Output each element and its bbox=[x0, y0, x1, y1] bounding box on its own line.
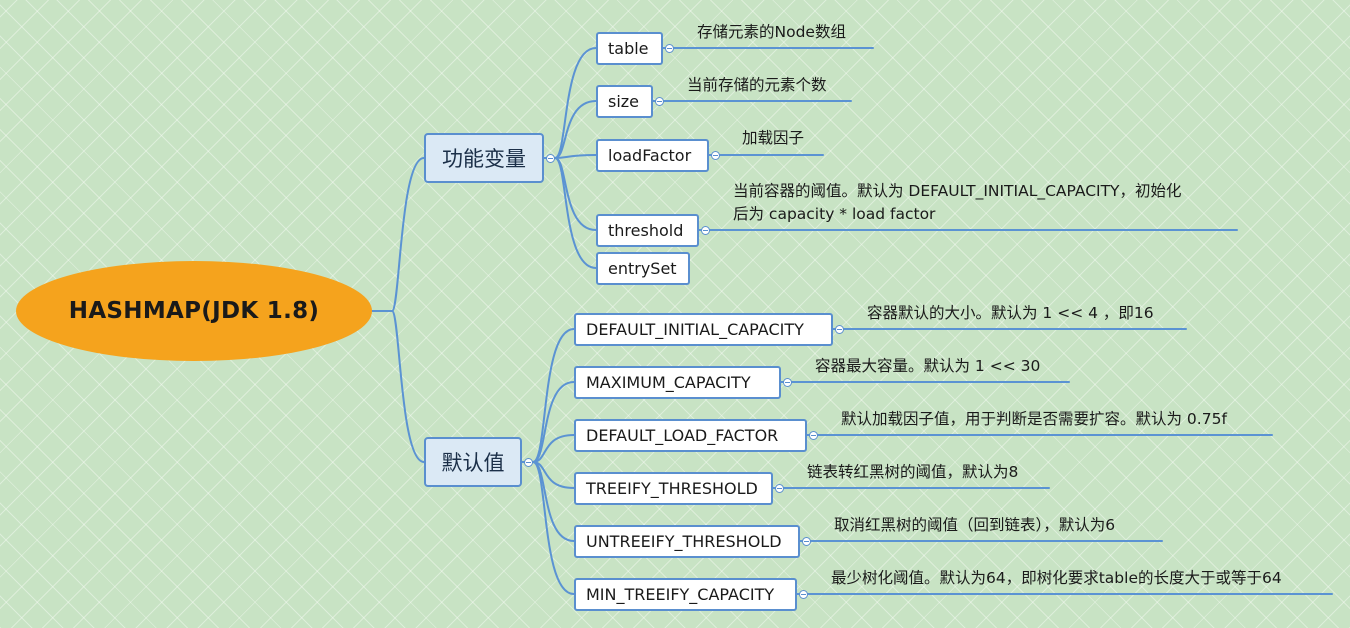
collapse-icon[interactable] bbox=[835, 325, 844, 334]
node-treeify-threshold[interactable]: TREEIFY_THRESHOLD bbox=[574, 472, 773, 505]
collapse-icon[interactable] bbox=[775, 484, 784, 493]
node-loadfactor[interactable]: loadFactor bbox=[596, 139, 709, 172]
node-default-initial-capacity[interactable]: DEFAULT_INITIAL_CAPACITY bbox=[574, 313, 833, 346]
node-label: size bbox=[608, 92, 640, 111]
node-maximum-capacity[interactable]: MAXIMUM_CAPACITY bbox=[574, 366, 781, 399]
note-size: 当前存储的元素个数 bbox=[687, 76, 827, 94]
node-min-treeify-capacity[interactable]: MIN_TREEIFY_CAPACITY bbox=[574, 578, 797, 611]
branch-label: 功能变量 bbox=[442, 147, 526, 171]
branch-label: 默认值 bbox=[441, 451, 505, 475]
note-line: 当前容器的阈值。默认为 DEFAULT_INITIAL_CAPACITY，初始化 bbox=[733, 182, 1182, 200]
note-min-treeify-capacity: 最少树化阈值。默认为64，即树化要求table的长度大于或等于64 bbox=[831, 569, 1282, 587]
node-label: TREEIFY_THRESHOLD bbox=[586, 479, 758, 498]
collapse-icon[interactable] bbox=[701, 226, 710, 235]
node-threshold[interactable]: threshold bbox=[596, 214, 699, 247]
root-label: HASHMAP(JDK 1.8) bbox=[68, 298, 320, 324]
node-label: entrySet bbox=[608, 259, 677, 278]
node-default-load-factor[interactable]: DEFAULT_LOAD_FACTOR bbox=[574, 419, 807, 452]
collapse-icon[interactable] bbox=[665, 44, 674, 53]
note-untreeify-threshold: 取消红黑树的阈值（回到链表），默认为6 bbox=[834, 516, 1116, 534]
node-label: MAXIMUM_CAPACITY bbox=[586, 373, 751, 392]
collapse-icon[interactable] bbox=[799, 590, 808, 599]
node-size[interactable]: size bbox=[596, 85, 653, 118]
node-label: DEFAULT_INITIAL_CAPACITY bbox=[586, 320, 804, 339]
collapse-icon[interactable] bbox=[809, 431, 818, 440]
collapse-icon[interactable] bbox=[524, 458, 533, 467]
note-default-initial-capacity: 容器默认的大小。默认为 1 << 4 ，即16 bbox=[867, 304, 1154, 322]
node-table[interactable]: table bbox=[596, 32, 663, 65]
note-treeify-threshold: 链表转红黑树的阈值，默认为8 bbox=[807, 463, 1019, 481]
branch-node-default-values[interactable]: 默认值 bbox=[424, 437, 522, 487]
branch-node-functional-variables[interactable]: 功能变量 bbox=[424, 133, 544, 183]
node-label: threshold bbox=[608, 221, 684, 240]
collapse-icon[interactable] bbox=[711, 151, 720, 160]
node-label: loadFactor bbox=[608, 146, 692, 165]
note-loadfactor: 加载因子 bbox=[742, 129, 805, 147]
node-entryset[interactable]: entrySet bbox=[596, 252, 690, 285]
node-label: table bbox=[608, 39, 649, 58]
note-table: 存储元素的Node数组 bbox=[697, 23, 846, 41]
collapse-icon[interactable] bbox=[802, 537, 811, 546]
collapse-icon[interactable] bbox=[546, 154, 555, 163]
node-untreeify-threshold[interactable]: UNTREEIFY_THRESHOLD bbox=[574, 525, 800, 558]
note-default-load-factor: 默认加载因子值，用于判断是否需要扩容。默认为 0.75f bbox=[841, 410, 1227, 428]
collapse-icon[interactable] bbox=[655, 97, 664, 106]
root-node[interactable]: HASHMAP(JDK 1.8) bbox=[16, 261, 372, 361]
note-threshold: 当前容器的阈值。默认为 DEFAULT_INITIAL_CAPACITY，初始化… bbox=[733, 180, 1182, 226]
node-label: UNTREEIFY_THRESHOLD bbox=[586, 532, 782, 551]
node-label: MIN_TREEIFY_CAPACITY bbox=[586, 585, 775, 604]
note-line: 后为 capacity * load factor bbox=[733, 205, 936, 223]
note-maximum-capacity: 容器最大容量。默认为 1 << 30 bbox=[815, 357, 1041, 375]
collapse-icon[interactable] bbox=[783, 378, 792, 387]
node-label: DEFAULT_LOAD_FACTOR bbox=[586, 426, 779, 445]
